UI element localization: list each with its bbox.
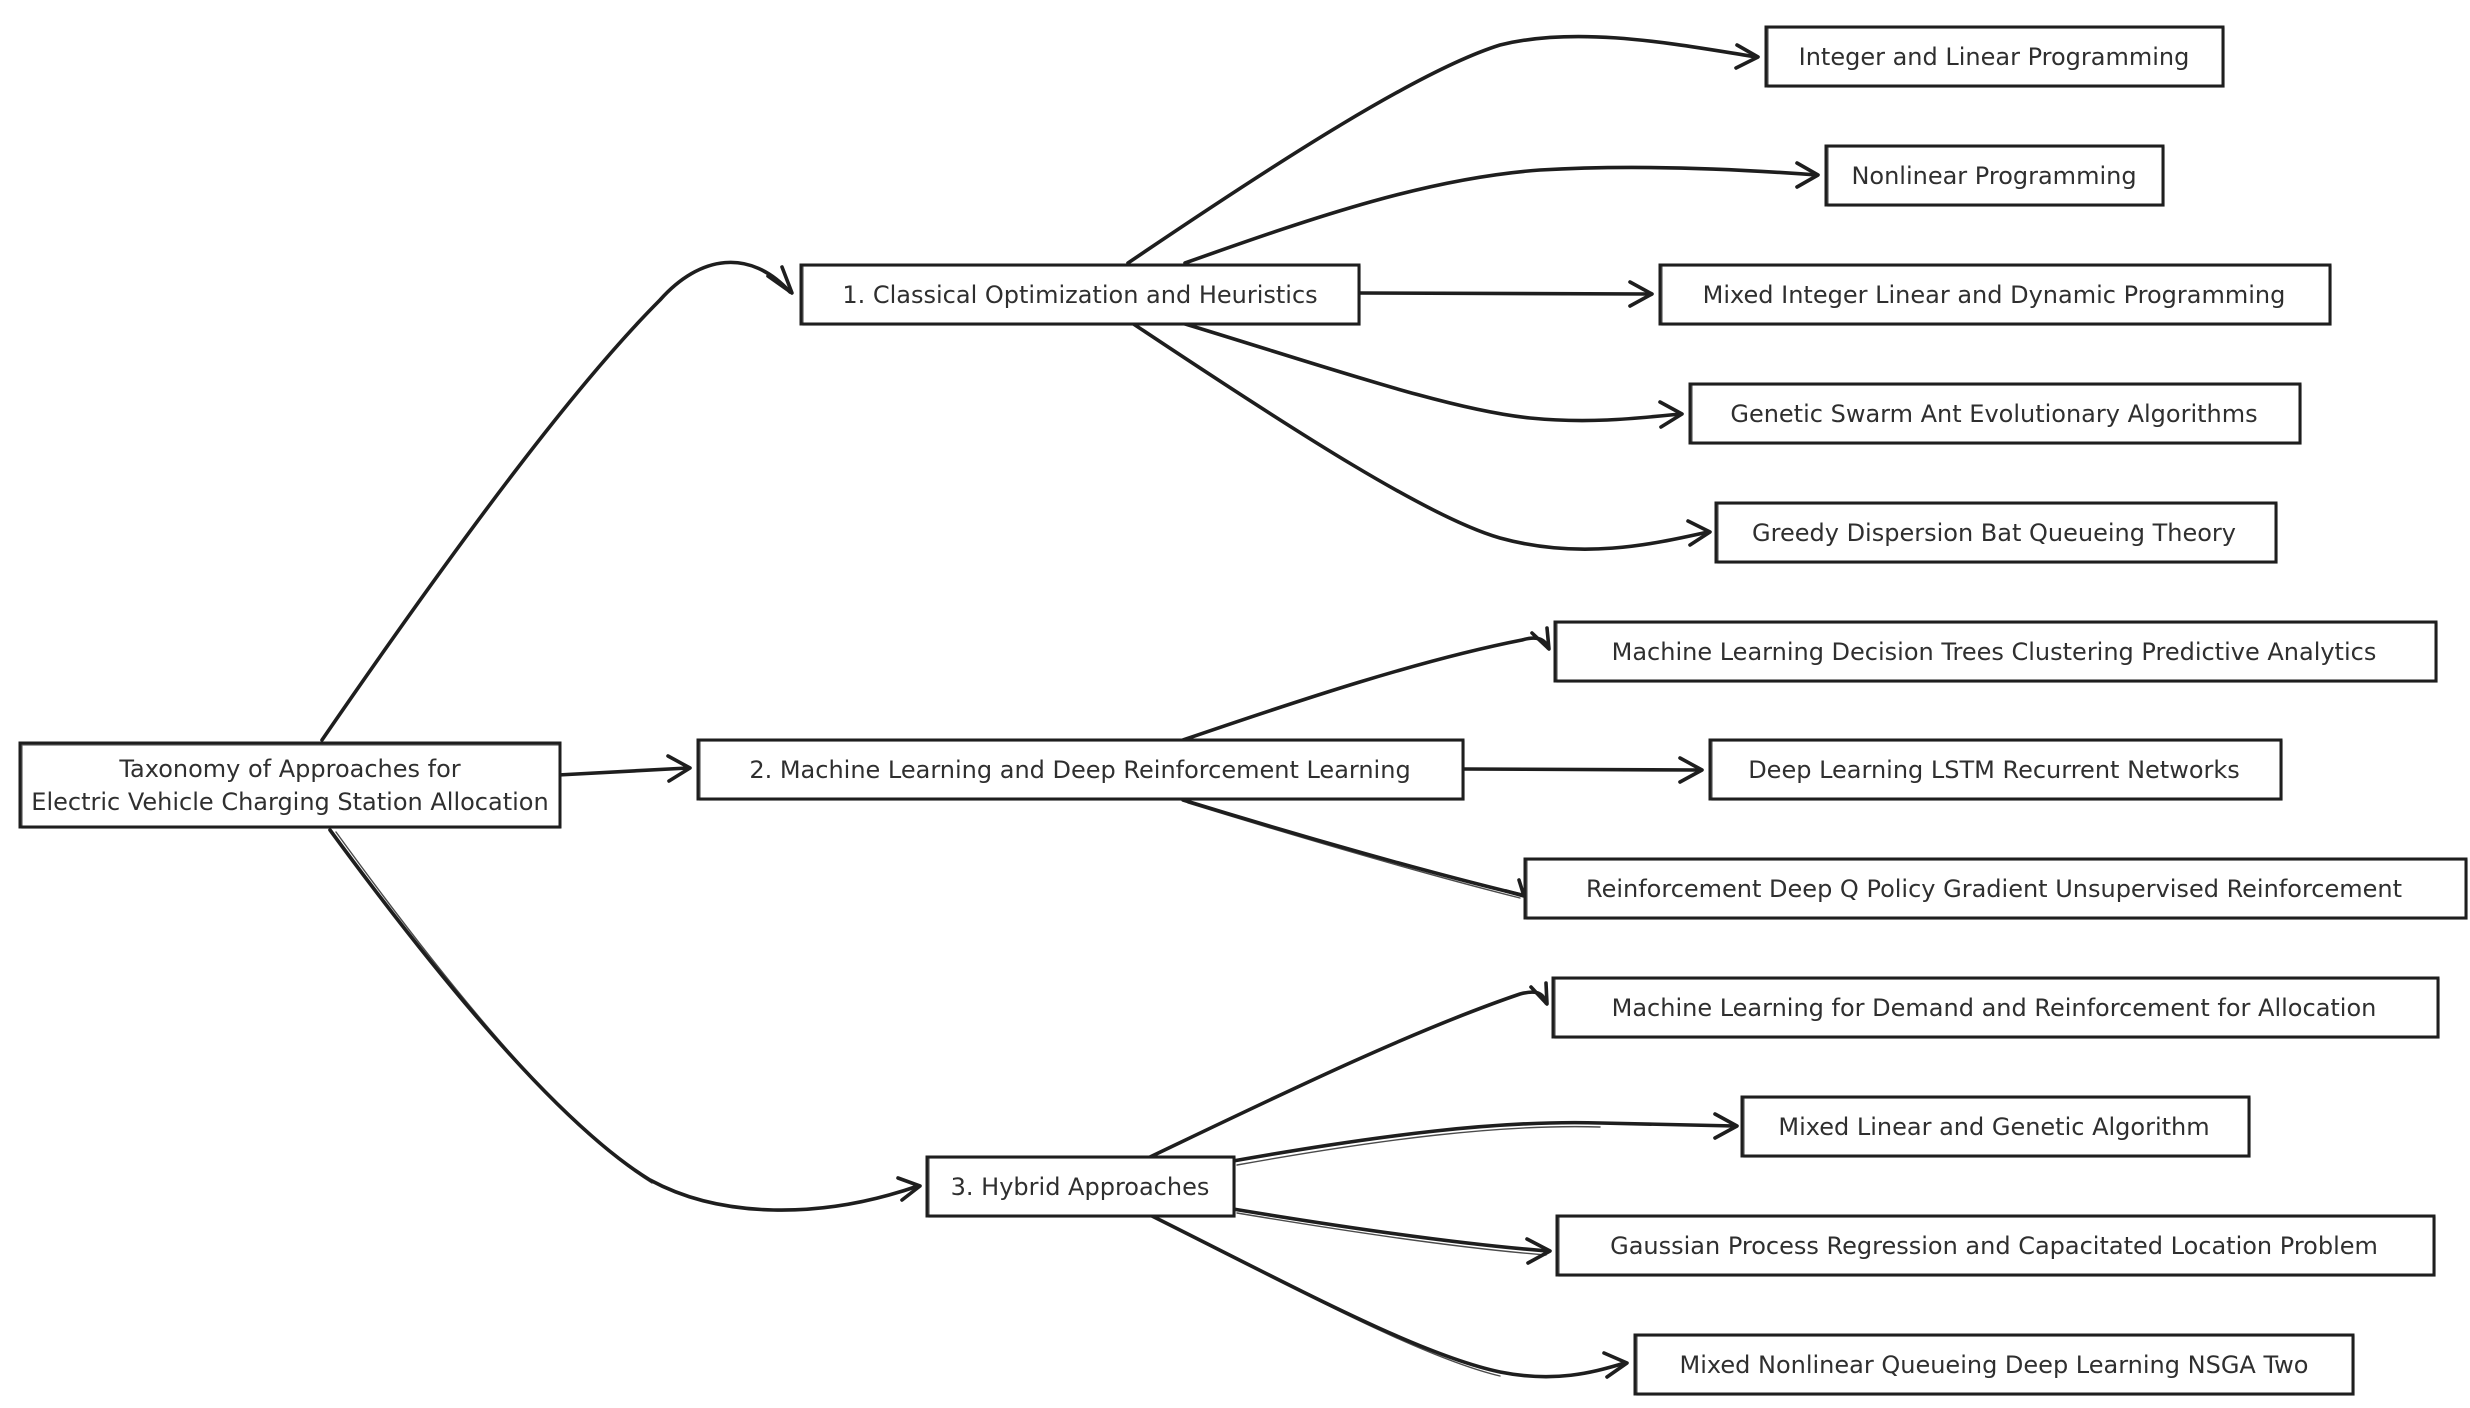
connector-root-to-category-2 xyxy=(556,754,692,783)
leaf-node-deep-learning-lstm: Deep Learning LSTM Recurrent Networks xyxy=(1708,738,2283,801)
leaf-label: Mixed Nonlinear Queueing Deep Learning N… xyxy=(1680,1351,2309,1379)
leaf-label: Mixed Linear and Genetic Algorithm xyxy=(1778,1113,2209,1141)
connectors xyxy=(320,34,1820,1379)
connector-category-3-to-mixed-linear-genetic xyxy=(1231,1112,1739,1166)
leaf-label: Nonlinear Programming xyxy=(1851,162,2136,190)
leaf-node-ml-demand-allocation: Machine Learning for Demand and Reinforc… xyxy=(1551,976,2440,1039)
connector-category-2-to-ml-decision-trees xyxy=(1181,626,1551,742)
leaf-label: Gaussian Process Regression and Capacita… xyxy=(1610,1232,2378,1260)
root-node: Taxonomy of Approaches for Electric Vehi… xyxy=(18,741,562,829)
connector-category-1-to-integer-linear xyxy=(1126,34,1760,265)
connector-category-1-to-milp-dynamic xyxy=(1356,280,1654,308)
category-label-3: 3. Hybrid Approaches xyxy=(951,1173,1210,1201)
root-title-line-1: Taxonomy of Approaches for xyxy=(118,755,460,783)
connector-category-1-to-nonlinear xyxy=(1183,161,1820,265)
leaf-label: Machine Learning for Demand and Reinforc… xyxy=(1612,994,2377,1022)
leaf-node-integer-linear-programming: Integer and Linear Programming xyxy=(1764,25,2225,88)
leaf-label: Mixed Integer Linear and Dynamic Program… xyxy=(1703,281,2286,309)
category-label-2: 2. Machine Learning and Deep Reinforceme… xyxy=(749,756,1410,784)
category-node-3: 3. Hybrid Approaches xyxy=(925,1155,1236,1218)
leaf-node-mixed-nonlinear-queueing: Mixed Nonlinear Queueing Deep Learning N… xyxy=(1633,1333,2355,1396)
leaf-label: Reinforcement Deep Q Policy Gradient Uns… xyxy=(1586,875,2402,903)
leaf-label: Integer and Linear Programming xyxy=(1799,43,2190,71)
leaf-label: Deep Learning LSTM Recurrent Networks xyxy=(1748,756,2240,784)
leaf-node-reinforcement-deep-q: Reinforcement Deep Q Policy Gradient Uns… xyxy=(1523,857,2468,920)
category-node-1: 1. Classical Optimization and Heuristics xyxy=(799,263,1361,326)
category-label-1: 1. Classical Optimization and Heuristics xyxy=(842,281,1317,309)
connector-category-3-to-ml-demand-allocation xyxy=(1148,981,1549,1159)
category-node-2: 2. Machine Learning and Deep Reinforceme… xyxy=(696,738,1465,801)
leaf-node-genetic-swarm-ant: Genetic Swarm Ant Evolutionary Algorithm… xyxy=(1688,382,2302,445)
leaf-label: Greedy Dispersion Bat Queueing Theory xyxy=(1752,519,2236,547)
nodes: Taxonomy of Approaches for Electric Vehi… xyxy=(18,25,2468,1396)
leaf-node-greedy-dispersion-bat: Greedy Dispersion Bat Queueing Theory xyxy=(1714,501,2278,564)
leaf-label: Machine Learning Decision Trees Clusteri… xyxy=(1612,638,2377,666)
connector-root-to-category-1 xyxy=(320,260,794,742)
connector-category-2-to-reinforcement-deep-q xyxy=(1181,798,1526,899)
root-title-line-2: Electric Vehicle Charging Station Alloca… xyxy=(31,788,548,816)
connector-root-to-category-3 xyxy=(328,828,922,1212)
leaf-node-gaussian-process: Gaussian Process Regression and Capacita… xyxy=(1555,1214,2436,1277)
connector-category-2-to-deep-learning-lstm xyxy=(1461,756,1704,784)
leaf-label: Genetic Swarm Ant Evolutionary Algorithm… xyxy=(1730,400,2257,428)
leaf-node-nonlinear-programming: Nonlinear Programming xyxy=(1824,144,2165,207)
connector-category-1-to-greedy-dispersion xyxy=(1130,321,1712,551)
connector-category-1-to-genetic-swarm xyxy=(1180,321,1684,429)
leaf-node-ml-decision-trees: Machine Learning Decision Trees Clusteri… xyxy=(1553,620,2438,683)
leaf-node-mixed-integer-linear-dynamic: Mixed Integer Linear and Dynamic Program… xyxy=(1658,263,2332,326)
leaf-node-mixed-linear-genetic: Mixed Linear and Genetic Algorithm xyxy=(1740,1095,2251,1158)
connector-category-3-to-gaussian-process xyxy=(1231,1207,1552,1265)
connector-category-3-to-mixed-nonlinear-queueing xyxy=(1148,1213,1629,1379)
